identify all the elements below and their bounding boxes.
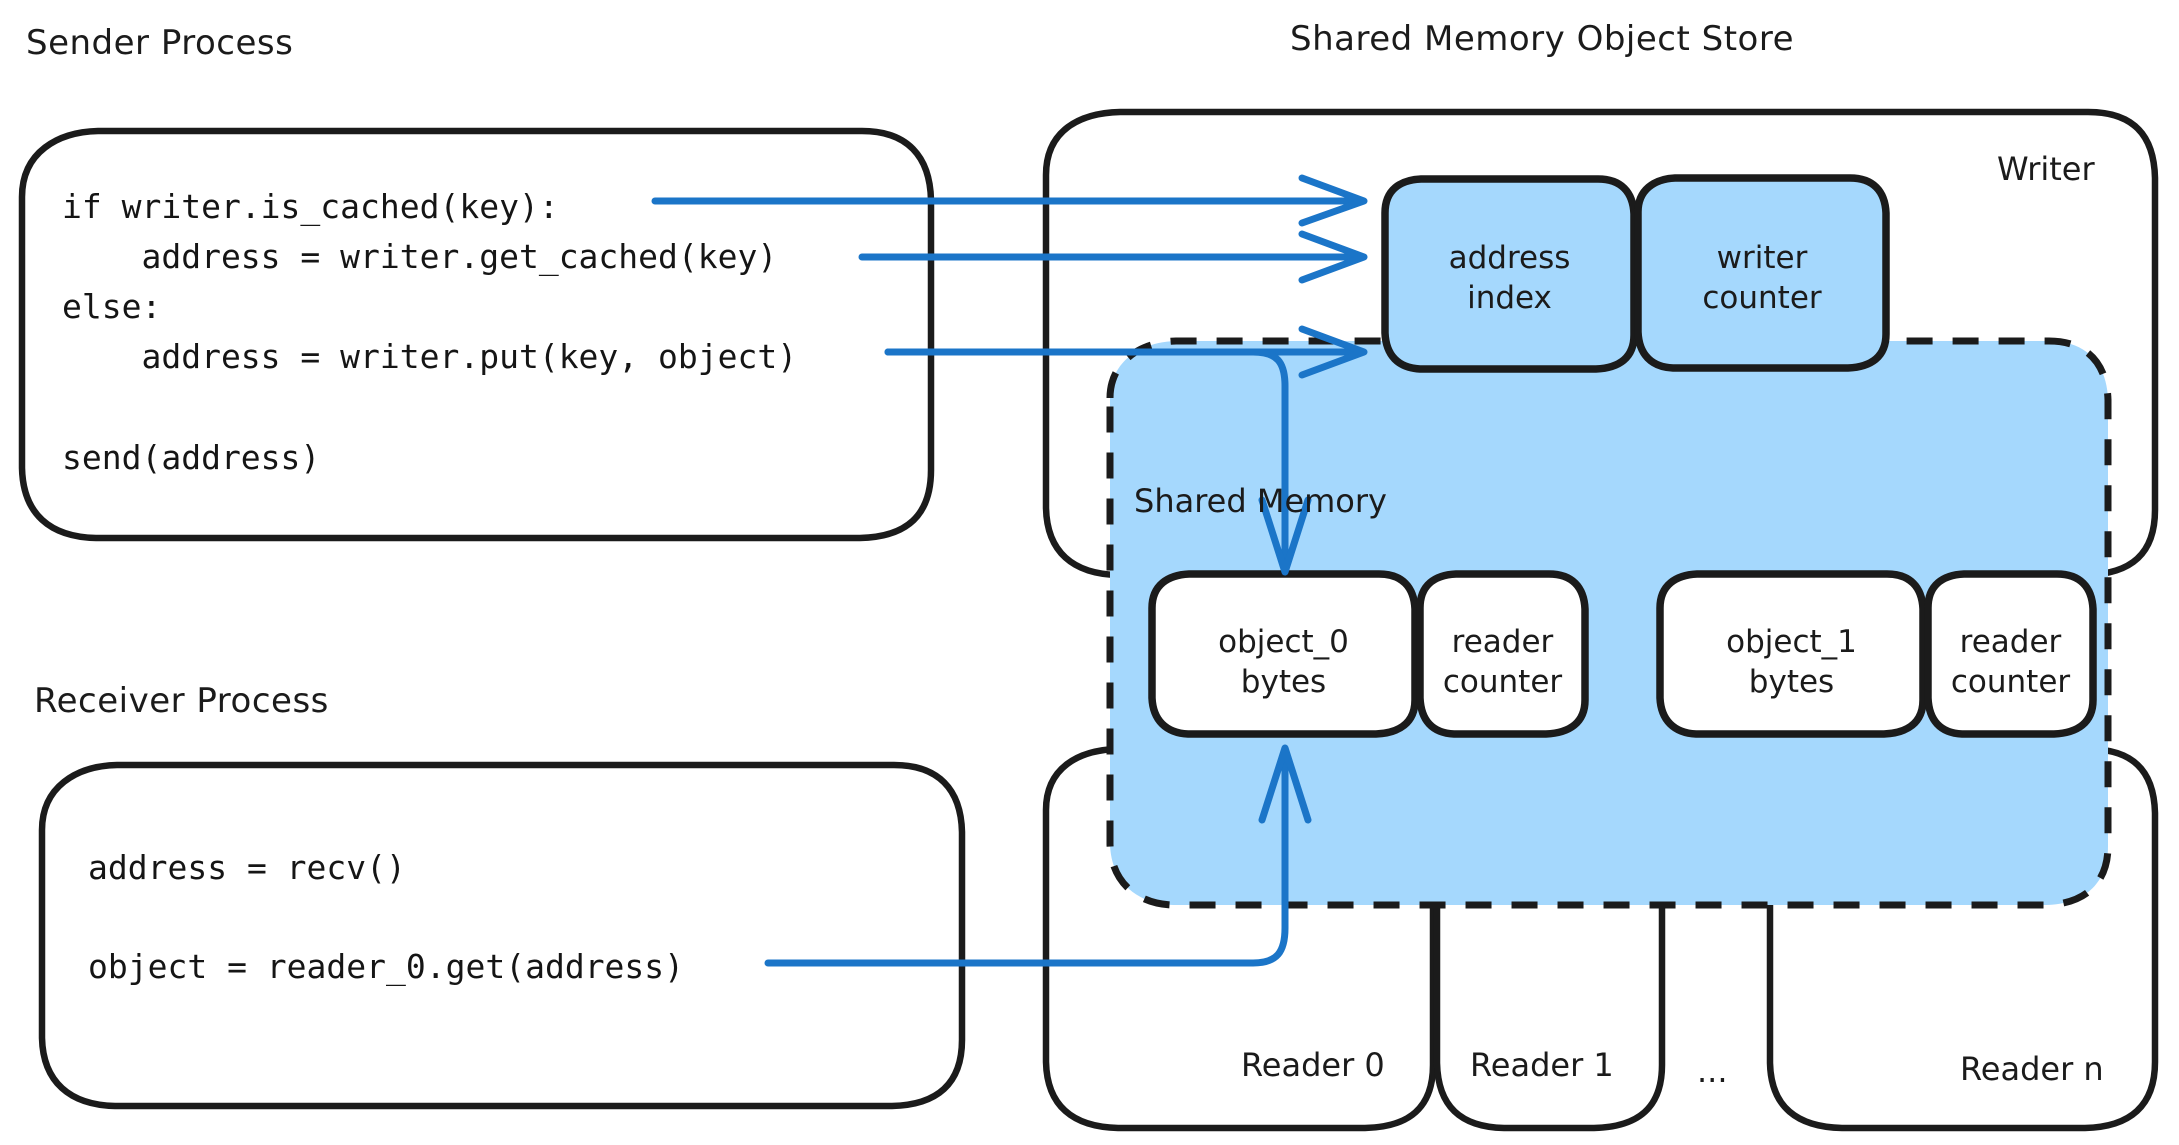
writer-counter-cell [1634,174,1890,372]
receiver-process-box [38,761,966,1110]
object-0-bytes-label: object_0 bytes [1218,624,1349,701]
shared-memory-region [1106,337,2112,909]
sender-code-block: if writer.is_cached(key): address = writ… [62,187,798,477]
address-index-label: address index [1448,240,1571,317]
object-0-reader-counter-label: reader counter [1442,624,1563,701]
arrow-get-cached-to-address-index [858,230,1368,284]
object-1-bytes-cell [1656,570,1927,738]
object-0-bytes-cell [1148,570,1419,738]
object-0-reader-counter-cell [1416,570,1589,738]
reader-0-label: Reader 0 [1241,1046,1385,1084]
object-1-reader-counter-cell [1924,570,2097,738]
shared-memory-label: Shared Memory [1134,482,1387,520]
address-index-cell [1381,175,1638,373]
reader-1-label: Reader 1 [1470,1046,1614,1084]
arrow-is-cached-to-address-index [651,174,1368,227]
object-1-reader-counter-label: reader counter [1950,624,2071,701]
arrow-put-to-object-0 [884,348,1312,576]
receiver-process-title: Receiver Process [34,681,329,721]
writer-panel-label: Writer [1997,150,2095,188]
readers-ellipsis: ... [1697,1052,1728,1090]
shared-memory-object-store-title: Shared Memory Object Store [1290,19,1794,59]
receiver-code-line-address: address = recv() [88,848,406,887]
receiver-code-line-object: object = reader_0.get(address) [88,947,685,986]
sender-process-title: Sender Process [26,23,294,63]
reader-n-label: Reader n [1960,1050,2104,1088]
object-1-bytes-label: object_1 bytes [1726,624,1857,701]
sender-process-box [18,127,935,542]
arrow-reader-get-to-object-0 [764,744,1312,967]
writer-counter-label: writer counter [1702,240,1822,317]
